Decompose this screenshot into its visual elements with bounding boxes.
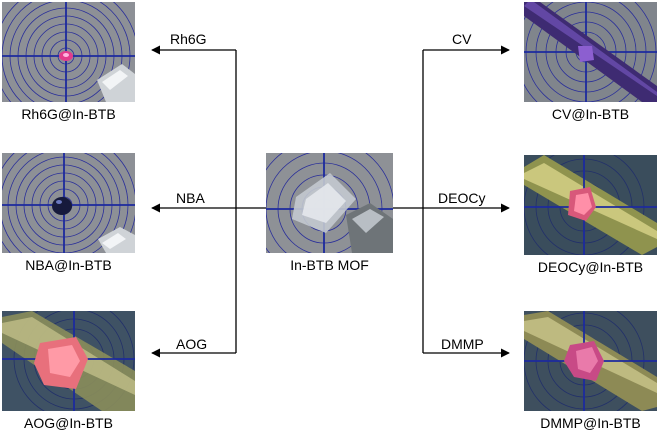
caption-deocy: DEOCy@In-BTB <box>537 259 644 275</box>
arrow-label-nba: NBA <box>176 190 205 206</box>
arrow-label-aog: AOG <box>176 336 208 352</box>
arrow-label-dmmp: DMMP <box>441 336 484 352</box>
arrow-label-rh6g: Rh6G <box>170 31 207 47</box>
dmmp-crystal-image <box>524 311 657 411</box>
caption-in-btb-mof: In-BTB MOF <box>290 257 369 273</box>
nba-crystal-image <box>2 153 135 253</box>
arrow-label-cv: CV <box>452 31 472 47</box>
caption-nba: NBA@In-BTB <box>25 257 112 273</box>
arrow-label-deocy: DEOCy <box>438 190 486 206</box>
in-btb-mof-crystal-image <box>266 153 393 253</box>
caption-dmmp: DMMP@In-BTB <box>540 415 641 431</box>
caption-aog: AOG@In-BTB <box>24 415 113 431</box>
deocy-crystal-image <box>524 155 657 255</box>
cv-crystal-image <box>524 2 657 102</box>
rh6g-crystal-image <box>2 2 135 102</box>
caption-rh6g: Rh6G@In-BTB <box>21 106 116 122</box>
aog-crystal-image <box>2 311 135 411</box>
caption-cv: CV@In-BTB <box>551 106 630 122</box>
